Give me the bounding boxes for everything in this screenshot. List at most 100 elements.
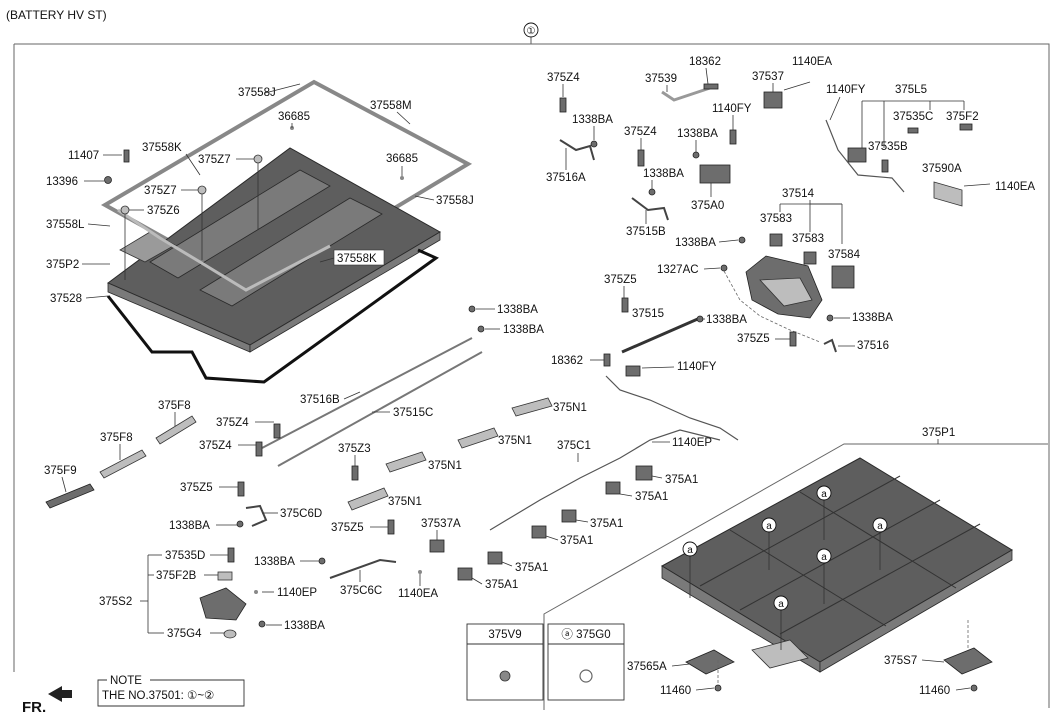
ring-375G0	[579, 669, 593, 683]
label-375Z4-d: 375Z4	[199, 440, 232, 452]
label-1140EA-c: 1140EA	[398, 588, 438, 600]
callout-a-4	[872, 517, 888, 533]
module-375A0	[699, 164, 731, 184]
label-375F8-b: 375F8	[100, 432, 133, 444]
upper-middle-parts	[559, 81, 811, 221]
label-1338BA-k: 1338BA	[284, 620, 325, 632]
label-1338BA-c: 1338BA	[643, 168, 684, 180]
label-375N1-b: 375N1	[498, 435, 532, 447]
bolt-375Z4-a	[559, 97, 567, 113]
callout-a-2	[761, 517, 777, 533]
bolt-11460-b	[970, 684, 978, 692]
junction-dashed	[723, 270, 821, 343]
label-1338BA-g: 1338BA	[497, 304, 538, 316]
label-375S7: 375S7	[884, 655, 917, 667]
label-37565A: 37565A	[627, 661, 667, 673]
label-375A1-e: 375A1	[515, 562, 548, 574]
bracket-37515B	[631, 197, 669, 221]
bracket-37537A	[429, 539, 445, 553]
label-375A1-d: 375A1	[560, 535, 593, 547]
sensor-375A1-b	[605, 481, 621, 495]
bar-375F9	[45, 483, 95, 509]
main-frame	[14, 43, 1050, 708]
label-375P1: 375P1	[922, 427, 955, 439]
inset-box-375V9	[466, 623, 544, 701]
label-1338BA-a: 1338BA	[572, 114, 613, 126]
label-375C6C: 375C6C	[340, 585, 382, 597]
label-37528: 37528	[50, 293, 82, 305]
label-37590A: 37590A	[922, 163, 962, 175]
label-375G4: 375G4	[167, 628, 202, 640]
note-title: NOTE	[110, 675, 142, 687]
tray-side-right	[819, 549, 1013, 673]
label-37558J-b: 37558J	[436, 195, 474, 207]
harness-375C1	[489, 429, 721, 531]
label-13396: 13396	[46, 176, 78, 188]
note-text: THE NO.37501: ①~②	[102, 690, 214, 702]
bolt-11407	[123, 149, 130, 163]
nut-1338BA-b	[692, 151, 700, 159]
cover-strip	[117, 208, 331, 292]
bolt-37535B	[881, 159, 889, 173]
rod-37515C	[277, 351, 483, 467]
label-375Z5-a: 375Z5	[604, 274, 637, 286]
group-ref-number: ①	[527, 26, 536, 37]
cover-ridge-2	[199, 197, 383, 307]
cover-assembly	[100, 79, 473, 384]
upper-middle-leaders	[562, 67, 774, 224]
label-1140FY-a: 1140FY	[712, 103, 752, 115]
tray-rib-3	[779, 523, 981, 635]
label-37558J-a: 37558J	[238, 87, 276, 99]
bolt-375Z7-b	[197, 185, 207, 195]
label-1338BA-e: 1338BA	[706, 314, 747, 326]
bolt-37535D	[227, 547, 235, 563]
bracket-37516A	[559, 139, 595, 161]
label-375F2: 375F2	[946, 111, 979, 123]
bracket-375C6D	[245, 504, 268, 527]
bolt-375Z4-b	[637, 149, 645, 167]
fuse-375F2	[959, 123, 973, 131]
callout-a-2-text: a	[766, 521, 772, 532]
nut-1338BA-j	[318, 557, 326, 565]
nut-1338BA-k	[258, 620, 266, 628]
label-375C6D: 375C6D	[280, 508, 322, 520]
clip-1140EA-c	[418, 570, 422, 574]
label-375A1-f: 375A1	[485, 579, 518, 591]
label-37516A: 37516A	[546, 172, 586, 184]
label-1140FY-b: 1140FY	[826, 84, 866, 96]
label-37516: 37516	[857, 340, 889, 352]
label-37535C: 37535C	[893, 111, 933, 123]
label-375A1-b: 375A1	[635, 491, 668, 503]
label-375F9: 375F9	[44, 465, 77, 477]
inset-box-375G0	[547, 623, 625, 701]
rod-37516B	[261, 337, 473, 449]
callout-a-3	[816, 485, 832, 501]
label-37514: 37514	[782, 188, 815, 200]
label-37515B: 37515B	[626, 226, 666, 238]
label-375N1-a: 375N1	[553, 402, 587, 414]
battery-tray	[660, 457, 1013, 692]
label-375F2B: 375F2B	[156, 570, 197, 582]
label-375S2: 375S2	[99, 596, 132, 608]
cover-leaders	[82, 83, 435, 299]
bolt-36685-b	[400, 176, 404, 180]
label-1140EP-b: 1140EP	[277, 587, 317, 599]
upper-right-leaders	[703, 96, 841, 270]
bolt-375Z6	[120, 205, 130, 215]
label-375Z7-a: 375Z7	[198, 154, 231, 166]
label-1140EP-a: 1140EP	[672, 437, 712, 449]
label-375Z5-c: 375Z5	[180, 482, 213, 494]
nut-1338BA-a	[590, 140, 598, 148]
relay-37583-a	[769, 233, 783, 247]
part-37539	[661, 86, 711, 102]
bracket-37516	[823, 338, 837, 353]
label-37583-a: 37583	[760, 213, 792, 225]
label-1140FY-c: 1140FY	[677, 361, 717, 373]
nut-1338BA-c	[648, 188, 656, 196]
bolt-375Z4-d	[255, 441, 263, 457]
label-375A1-a: 375A1	[665, 474, 698, 486]
bracket-375L5-lines	[779, 100, 965, 244]
label-37515C: 37515C	[393, 407, 433, 419]
nut-13396	[104, 176, 112, 184]
bar-375F8-b	[99, 449, 147, 479]
